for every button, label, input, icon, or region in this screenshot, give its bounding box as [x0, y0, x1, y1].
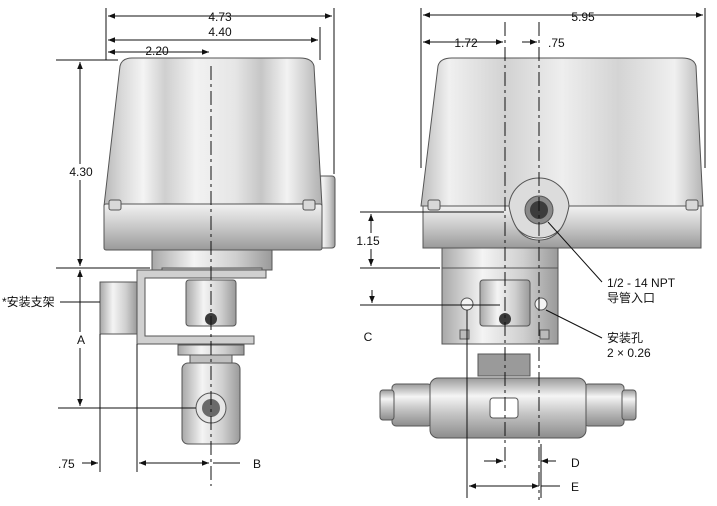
tube-left	[379, 389, 395, 421]
coupling-screw	[499, 313, 511, 325]
label-e: E	[571, 480, 579, 494]
dim-bracket-offset: .75	[58, 457, 75, 471]
dim-left-center: 2.20	[145, 44, 169, 58]
brand-mark	[489, 397, 519, 419]
cover-screw	[685, 199, 699, 211]
end-fitting-left	[391, 383, 433, 427]
label-a: A	[77, 333, 85, 347]
dim-right-conduit: .75	[548, 36, 565, 50]
mount-hole	[534, 297, 548, 311]
dim-right-center: 1.72	[454, 36, 478, 50]
label-d: D	[571, 456, 580, 470]
label-c: C	[364, 330, 373, 344]
valve-bore	[202, 399, 220, 417]
actuator-cover	[103, 57, 323, 207]
dim-right-overall: 5.95	[571, 10, 595, 24]
tube-right	[621, 389, 637, 421]
label-bg	[66, 164, 96, 180]
cover-screw	[427, 199, 441, 211]
right-front-view: 5.95 1.72 .75 1.15 C 1/2 - 14 NPT 导管入口 安…	[352, 8, 706, 500]
actuator-base	[103, 203, 323, 251]
label-conduit-1: 1/2 - 14 NPT	[607, 276, 676, 290]
label-bg	[352, 233, 388, 249]
dim-right-height: 1.15	[356, 234, 380, 248]
left-side-view: 4.73 4.40 2.20 4.30 A *安装支架 .75 B	[2, 8, 336, 486]
plate-screw	[459, 329, 470, 340]
label-mount-1: 安装孔	[607, 330, 643, 345]
label-mount-2: 2 × 0.26	[607, 346, 651, 360]
label-conduit-2: 导管入口	[607, 290, 655, 305]
leader-conduit	[547, 221, 603, 283]
mounting-bracket	[136, 269, 267, 345]
bracket-block	[99, 281, 138, 335]
cover-screw	[108, 199, 122, 211]
cover-screw	[302, 199, 316, 211]
lower-flange	[441, 247, 559, 269]
dim-left-cover: 4.40	[208, 25, 232, 39]
dim-left-height: 4.30	[69, 165, 93, 179]
lower-flange	[151, 249, 273, 271]
label-bracket: *安装支架	[2, 294, 55, 309]
actuator-base	[422, 205, 702, 249]
plate-screw	[539, 329, 550, 340]
label-b: B	[253, 457, 261, 471]
end-fitting-right	[583, 383, 625, 427]
dim-left-overall: 4.73	[208, 10, 232, 24]
label-bg	[72, 332, 88, 348]
valve-neck	[477, 353, 531, 377]
mount-hole	[460, 297, 474, 311]
leader-mount	[545, 309, 603, 339]
actuator-cover	[420, 57, 704, 207]
